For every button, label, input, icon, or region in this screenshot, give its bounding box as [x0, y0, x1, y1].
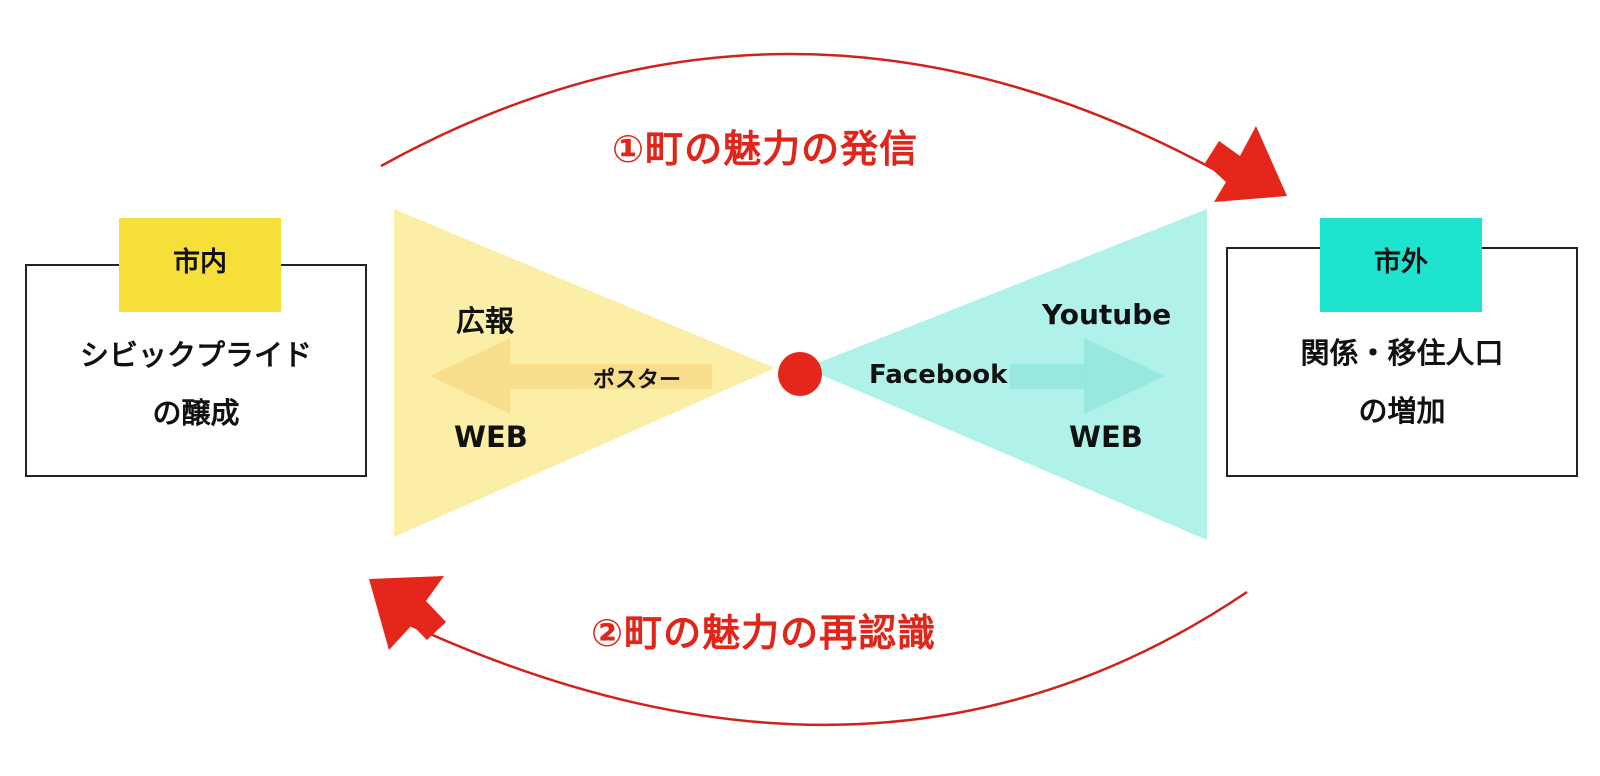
bottom-curve-arrow-icon — [409, 590, 1248, 727]
inside-tag: 市内 — [119, 218, 281, 312]
top-curve-arrow-icon — [380, 52, 1216, 172]
right-channel-youtube: Youtube — [1042, 298, 1172, 331]
center-node-icon — [778, 352, 822, 396]
right-arrow-icon — [1010, 338, 1165, 414]
left-channel-kouhou: 広報 — [456, 304, 515, 338]
outside-line-2: の増加 — [1358, 394, 1446, 428]
right-channel-web: WEB — [1069, 420, 1143, 454]
outside-tag: 市外 — [1320, 218, 1482, 312]
outside-description: 関係・移住人口 の増加 — [1228, 324, 1576, 440]
inside-line-1: シビックプライド — [79, 338, 312, 372]
bottom-flow-title: ②町の魅力の再認識 — [591, 611, 937, 655]
inside-line-2: の醸成 — [152, 396, 240, 430]
right-channel-facebook: Facebook — [869, 360, 1008, 390]
left-channel-poster: ポスター — [593, 368, 682, 393]
outside-line-1: 関係・移住人口 — [1300, 336, 1504, 370]
bottom-arrowhead-icon — [369, 576, 446, 650]
top-arrowhead-icon — [1205, 126, 1287, 202]
left-arrow-icon — [430, 338, 712, 414]
top-flow-title: ①町の魅力の発信 — [612, 127, 919, 171]
right-fan-triangle — [805, 209, 1207, 540]
left-channel-web: WEB — [454, 420, 528, 454]
outside-box: 関係・移住人口 の増加 — [1226, 247, 1578, 477]
inside-description: シビックプライド の醸成 — [27, 326, 365, 442]
